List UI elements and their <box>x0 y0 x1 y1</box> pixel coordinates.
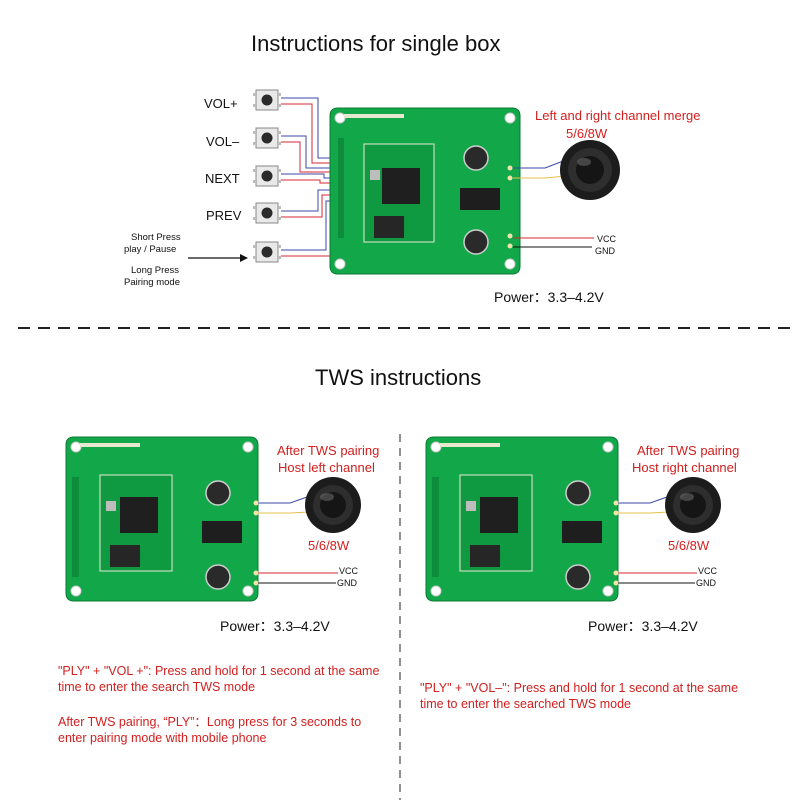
arrow-icon <box>188 254 248 262</box>
top-vcc-label: VCC <box>597 234 617 244</box>
button-label-next: NEXT <box>205 171 240 186</box>
merge-label: Left and right channel merge <box>535 108 701 123</box>
right-gnd-label: GND <box>696 578 716 588</box>
button-label-prev: PREV <box>206 208 242 223</box>
top-gnd-label: GND <box>595 246 615 256</box>
right-pair-line2: Host right channel <box>632 460 737 475</box>
short-press-label-1: Short Press <box>131 232 181 243</box>
button-next <box>253 165 281 187</box>
left-vcc-label: VCC <box>339 566 359 576</box>
top-pcb-board <box>329 107 521 275</box>
single-box-title: Instructions for single box <box>251 31 501 56</box>
right-pair-line1: After TWS pairing <box>637 443 740 458</box>
button-vol-minus <box>253 127 281 149</box>
top-watt-label: 5/6/8W <box>566 126 608 141</box>
short-press-label-2: play / Pause <box>124 244 177 255</box>
button-label-vol-minus: VOL– <box>206 134 240 149</box>
long-press-label-1: Long Press <box>131 265 180 276</box>
long-press-label-2: Pairing mode <box>124 277 180 288</box>
right-note-1: "PLY" + "VOL–": Press and hold for 1 sec… <box>420 681 739 711</box>
left-power-label: Power：3.3–4.2V <box>220 618 330 634</box>
left-speaker-icon <box>305 477 361 533</box>
right-pcb-board <box>425 436 619 602</box>
left-pcb-board <box>65 436 259 602</box>
left-gnd-label: GND <box>337 578 357 588</box>
top-power-label: Power：3.3–4.2V <box>494 289 604 305</box>
tactile-buttons <box>253 89 281 263</box>
button-play <box>253 241 281 263</box>
button-label-vol-plus: VOL+ <box>204 96 238 111</box>
top-speaker-icon <box>560 140 620 200</box>
right-power-label: Power：3.3–4.2V <box>588 618 698 634</box>
right-speaker-icon <box>665 477 721 533</box>
button-prev <box>253 202 281 224</box>
right-vcc-label: VCC <box>698 566 718 576</box>
tws-title: TWS instructions <box>315 365 482 390</box>
left-note-1: "PLY" + "VOL +": Press and hold for 1 se… <box>58 664 380 694</box>
left-pair-line1: After TWS pairing <box>277 443 380 458</box>
left-watt-label: 5/6/8W <box>308 538 350 553</box>
left-note-2: After TWS pairing, “PLY”：Long press for … <box>58 715 362 745</box>
right-watt-label: 5/6/8W <box>668 538 710 553</box>
left-pair-line2: Host left channel <box>278 460 375 475</box>
button-vol-plus <box>253 89 281 111</box>
